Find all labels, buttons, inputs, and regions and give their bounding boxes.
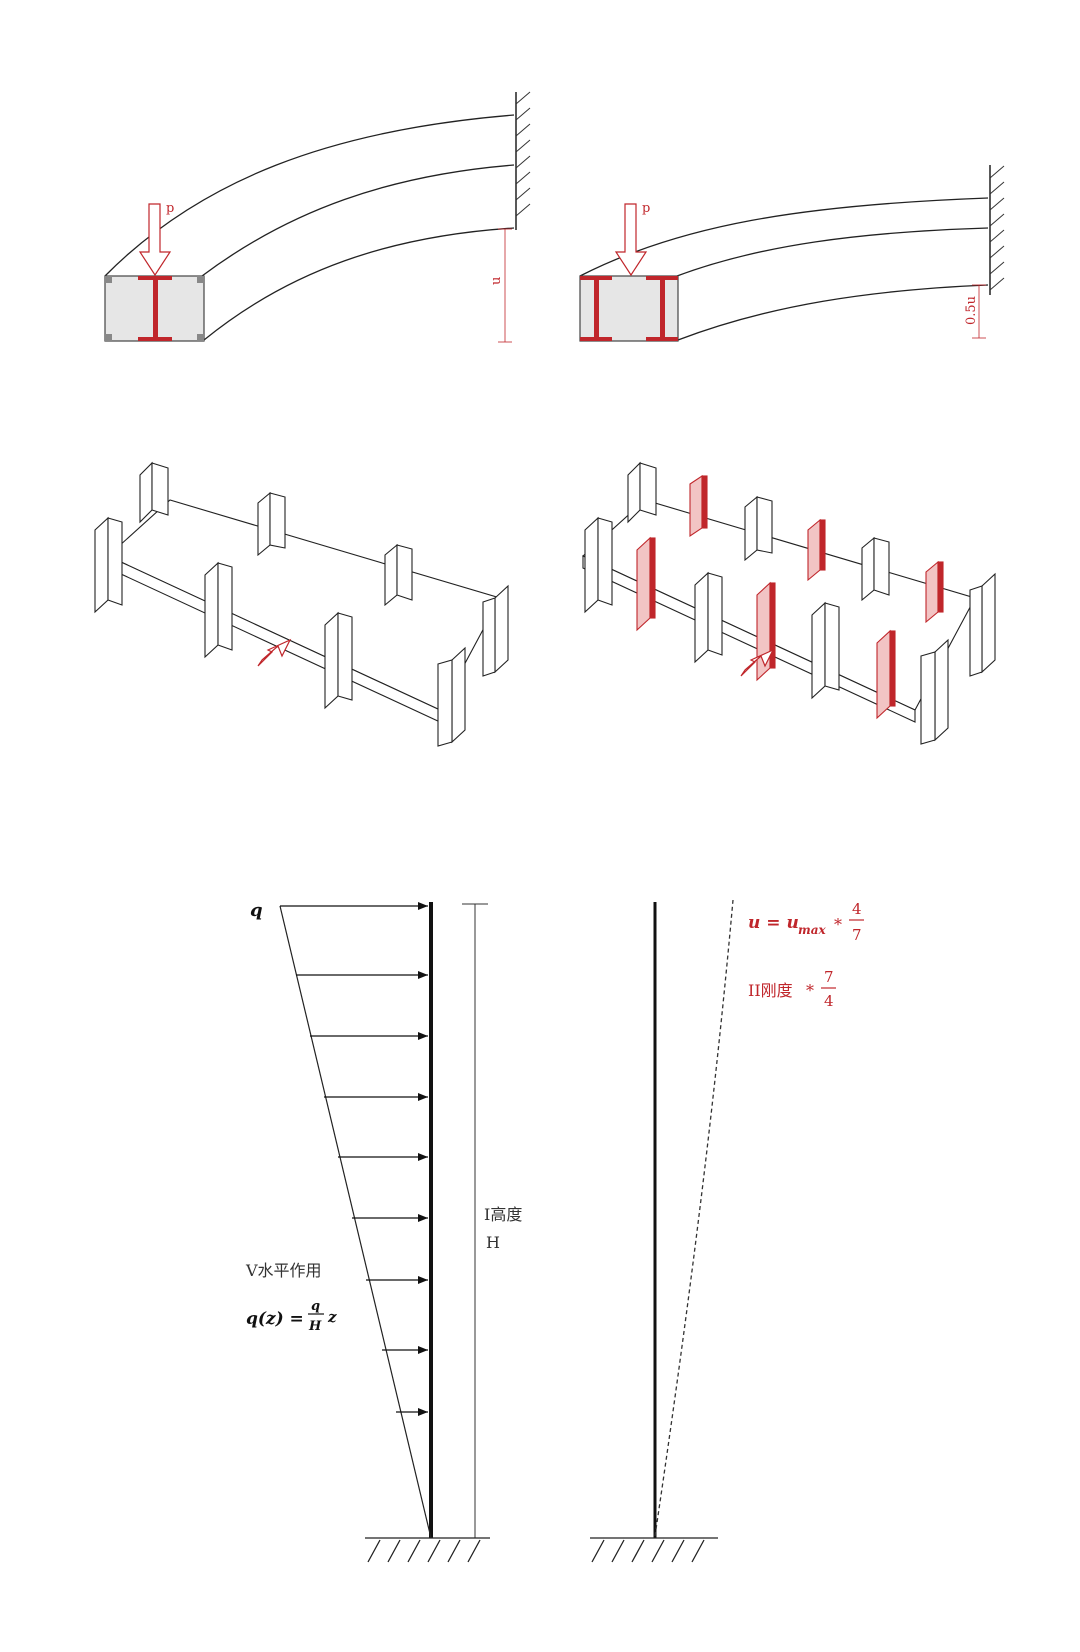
shear-wall [94,516,123,614]
shear-wall [744,495,773,562]
q-label: q [250,900,263,921]
u-operator: * [834,915,842,934]
shear-wall [437,646,466,747]
wall-hatch [989,165,1005,291]
height-label: I高度 [484,1205,522,1224]
load-envelope [279,905,432,1539]
beam-bottom-edge [203,227,515,341]
added-shear-wall [876,629,896,720]
added-shear-wall [689,474,708,538]
beam-middle-edge [201,164,515,277]
cantilever-beam-double: p 0.5u [579,165,1005,342]
added-shear-wall [925,560,944,624]
height-dimension [462,903,488,1538]
deflected-shape [654,899,734,1537]
shear-wall [482,584,509,677]
load-arrow [138,203,172,277]
steel-i-section-left [580,276,612,341]
load-arrow [614,203,648,277]
added-shear-wall [756,581,776,682]
shear-wall [139,461,169,524]
stiffness-numerator: 7 [824,968,834,986]
shear-wall [811,601,840,700]
shear-wall [969,572,996,677]
fixed-ground [590,1537,718,1563]
wall-hatch [515,91,531,217]
steel-i-section [138,276,172,341]
corner-rebar [197,276,204,283]
beam-bottom-edge [677,284,989,341]
corner-rebar [197,334,204,341]
cantilever-beam-single: p u [104,91,531,343]
force-arrow [257,638,292,667]
stiffness-label: II刚度 [748,981,793,1000]
shear-wall [257,491,286,557]
shear-wall [861,536,890,602]
beam-top-edge [104,114,515,277]
floor-plan-walls-reinforced [582,461,996,745]
formula-lhs: q(z) = [246,1309,304,1329]
u-denominator: 7 [852,926,862,944]
beam-middle-edge [676,227,989,277]
deflection-dimension [972,284,986,339]
height-symbol: H [486,1233,500,1252]
column-deflection: u = u max * 4 7 II刚度 * 7 4 [590,899,864,1563]
fixed-ground [365,1537,490,1563]
formula-denominator: H [308,1319,322,1334]
stiffness-operator: * [806,981,814,1000]
shear-wall [627,461,657,524]
shear-wall [694,571,723,664]
shear-wall [584,516,613,614]
u-numerator: 4 [852,900,862,918]
deflection-label: u [489,277,504,285]
steel-i-section-right [646,276,678,341]
formula-numerator: q [311,1299,320,1314]
deflection-dimension [498,228,512,343]
u-formula: u = u [748,913,799,933]
floor-plan-walls [94,461,509,747]
stiffness-denominator: 4 [824,992,834,1010]
u-subscript: max [798,923,826,937]
deflection-label: 0.5u [964,296,979,325]
corner-rebar [105,334,112,341]
load-arrows [280,902,428,1416]
formula-variable: z [327,1308,337,1326]
shear-wall [384,543,413,607]
added-shear-wall [636,536,656,632]
action-label: V水平作用 [245,1261,322,1280]
shear-wall [324,611,353,710]
shear-wall [204,561,233,659]
force-arrow [740,648,775,677]
load-label: p [642,201,650,216]
load-label: p [166,201,174,216]
added-shear-wall [807,518,826,582]
shear-wall [920,638,949,745]
corner-rebar [105,276,112,283]
column-triangular-load: q I高度 H V水平作用 q(z) = q H z [245,900,522,1563]
